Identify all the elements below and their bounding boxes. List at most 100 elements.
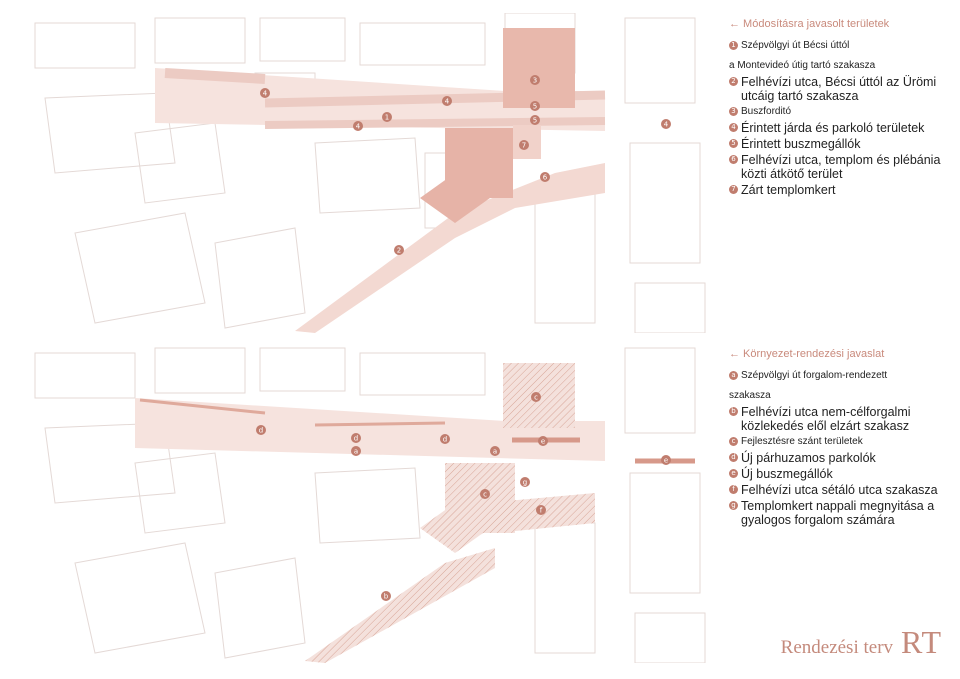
- map-badge: [260, 88, 270, 98]
- map-badge: [440, 434, 450, 444]
- map-badge-label: b: [384, 593, 389, 601]
- footer-brand: Rendezési terv RT: [781, 624, 942, 661]
- map-badge: [394, 245, 404, 255]
- map-badge: [480, 489, 490, 499]
- map-badge-label: e: [541, 438, 545, 446]
- legend-label: Szépvölgyi út Bécsi úttól: [741, 40, 850, 51]
- legend-label: Felhévízi utca, Bécsi úttól az Ürömi utc…: [741, 75, 937, 103]
- legend-badge: c: [729, 437, 738, 446]
- legend-label: Felhévízi utca, templom és plébánia közt…: [741, 153, 941, 181]
- map-badge-label: 4: [445, 98, 450, 106]
- legend-label: Fejlesztésre szánt területek: [741, 436, 863, 447]
- map-badge: [519, 140, 529, 150]
- map-existing-conditions: 4 4 4 4 1 3 5 5 7 6 2: [34, 13, 706, 333]
- legend-label: a Montevideó útig tartó szakasza: [729, 60, 876, 71]
- map-badge: [661, 455, 671, 465]
- map-badge: [382, 112, 392, 122]
- map-badge-label: d: [354, 435, 358, 443]
- map-badge: [353, 121, 363, 131]
- street-zones: [155, 28, 606, 333]
- map-badge-label: d: [259, 427, 263, 435]
- legend-badge: 7: [729, 185, 738, 194]
- legend-label: Új párhuzamos parkolók: [741, 451, 876, 465]
- map-badge: [530, 75, 540, 85]
- proposal-zones: [135, 363, 695, 663]
- legend-label: Zárt templomkert: [741, 183, 836, 197]
- legend-badge: 3: [729, 107, 738, 116]
- map-badge-label: e: [664, 457, 668, 465]
- map-badge-label: 4: [356, 123, 361, 131]
- map-badge-label: 5: [533, 103, 537, 111]
- legend-badge: d: [729, 453, 738, 462]
- legend-label: Templomkert nappali megnyitása a gyalogo…: [741, 499, 935, 527]
- map-badge: [530, 115, 540, 125]
- legend-label: Buszforditó: [741, 106, 792, 117]
- legend-badge: 4: [729, 123, 738, 132]
- map-badge: [381, 591, 391, 601]
- legend-label: Érintett buszmegállók: [741, 137, 861, 151]
- legend-badge: a: [729, 371, 738, 380]
- map-badge: [530, 101, 540, 111]
- map-badge: [256, 425, 266, 435]
- map-badge-label: c: [534, 394, 538, 402]
- map-badge-label: 6: [543, 174, 548, 182]
- map-badge: [490, 446, 500, 456]
- legend-badge: 2: [729, 77, 738, 86]
- legend-title: ← Módosításra javasolt területek: [729, 18, 890, 30]
- map-badge-label: 7: [522, 142, 526, 150]
- legend-badge: 1: [729, 41, 738, 50]
- legend-label: szakasza: [729, 390, 771, 401]
- map-badge-label: 5: [533, 117, 537, 125]
- top-map-badges: 4 4 4 4 1 3 5 5 7 6 2: [260, 75, 671, 255]
- map-badge: [442, 96, 452, 106]
- legend-badge: g: [729, 501, 738, 510]
- map-badge-label: c: [483, 491, 487, 499]
- map-badge: [538, 436, 548, 446]
- map-badge-label: a: [493, 448, 497, 456]
- legend-label: Felhévízi utca sétáló utca szakasza: [741, 483, 938, 497]
- legend-badge: 5: [729, 139, 738, 148]
- map-badge-label: 4: [664, 121, 669, 129]
- legend-label: Új buszmegállók: [741, 467, 833, 481]
- map-badge-label: 3: [533, 77, 537, 85]
- legend-item: szakasza: [729, 389, 954, 403]
- legend-title: ← Környezet-rendezési javaslat: [729, 348, 885, 360]
- rt-logo: RT: [901, 624, 942, 660]
- map-badge: [540, 172, 550, 182]
- map-badge-label: f: [540, 507, 543, 515]
- map-badge-label: 4: [263, 90, 268, 98]
- legend-label: Szépvölgyi út forgalom-rendezett: [741, 370, 888, 381]
- legend-badge: 6: [729, 155, 738, 164]
- plan-title: Rendezési terv: [780, 637, 894, 658]
- legend-badge: b: [729, 407, 738, 416]
- building-outlines: [34, 347, 706, 663]
- map-badge: [661, 119, 671, 129]
- map-badge-label: 1: [385, 114, 389, 122]
- map-badge-label: 2: [397, 247, 401, 255]
- map-badge-label: g: [523, 479, 527, 487]
- legend-label: Felhévízi utca nem-célforgalmi közlekedé…: [741, 405, 911, 433]
- map-badge: [351, 433, 361, 443]
- map-badge-label: d: [443, 436, 447, 444]
- legend-item: a Montevideó útig tartó szakasza: [729, 59, 954, 73]
- map-badge: [536, 505, 546, 515]
- map-badge: [351, 446, 361, 456]
- map-badge-label: a: [354, 448, 358, 456]
